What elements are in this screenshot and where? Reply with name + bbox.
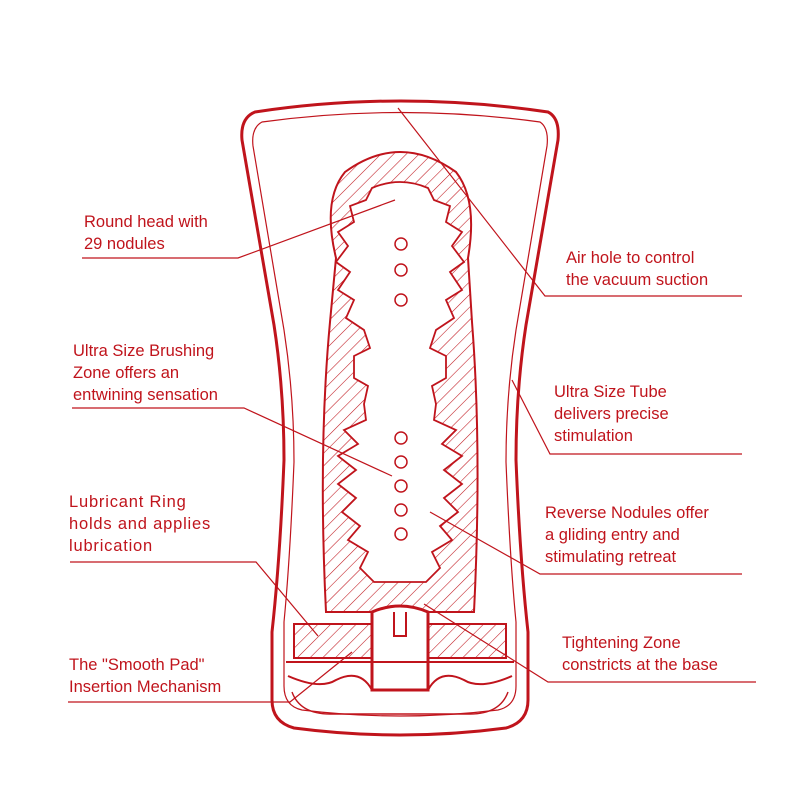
leader-tightening-zone bbox=[423, 603, 756, 683]
leader-round-head bbox=[82, 199, 396, 259]
smooth-pad-plug bbox=[370, 604, 430, 692]
callout-line: Ultra Size Tube bbox=[554, 383, 667, 401]
callout-air-hole: Air hole to control the vacuum suction bbox=[566, 247, 708, 291]
callout-line: The "Smooth Pad" bbox=[69, 656, 205, 674]
leader-lines bbox=[68, 107, 756, 703]
callout-line: Tightening Zone bbox=[562, 634, 681, 652]
callout-line: constricts at the base bbox=[562, 656, 718, 674]
leader-ultra-tube bbox=[511, 379, 742, 455]
callout-line: holds and applies bbox=[69, 515, 212, 533]
callout-brushing-zone: Ultra Size Brushing Zone offers an entwi… bbox=[73, 340, 218, 406]
callout-line: Ultra Size Brushing bbox=[73, 342, 215, 360]
callout-round-head: Round head with 29 nodules bbox=[84, 211, 208, 255]
callout-line: a gliding entry and bbox=[545, 526, 680, 544]
callout-tightening-zone: Tightening Zone constricts at the base bbox=[562, 632, 718, 676]
inner-canal bbox=[334, 181, 466, 583]
callout-line: stimulating retreat bbox=[545, 548, 677, 566]
callout-line: Reverse Nodules offer bbox=[545, 504, 709, 522]
plug-slot bbox=[393, 612, 407, 637]
callout-line: Air hole to control bbox=[566, 249, 695, 267]
leader-lubricant-ring bbox=[70, 561, 319, 637]
inner-cup-outline bbox=[252, 111, 548, 717]
callout-line: lubrication bbox=[69, 537, 154, 555]
callout-line: Zone offers an bbox=[73, 364, 180, 382]
callout-ultra-tube: Ultra Size Tube delivers precise stimula… bbox=[554, 381, 669, 447]
callout-line: 29 nodules bbox=[84, 235, 165, 253]
callout-line: Lubricant Ring bbox=[69, 493, 187, 511]
callout-line: the vacuum suction bbox=[566, 271, 709, 289]
callout-line: Insertion Mechanism bbox=[69, 678, 222, 696]
callout-line: stimulation bbox=[554, 427, 633, 445]
leader-brushing-zone bbox=[72, 407, 393, 477]
callout-line: delivers precise bbox=[554, 405, 669, 423]
base-foot bbox=[291, 691, 509, 715]
leader-air-hole bbox=[397, 107, 742, 297]
base-cap bbox=[286, 661, 514, 691]
callout-line: Round head with bbox=[84, 213, 208, 231]
nodule-dots bbox=[394, 237, 408, 541]
lubricant-ring-left bbox=[293, 623, 377, 659]
callout-smooth-pad: The "Smooth Pad" Insertion Mechanism bbox=[69, 654, 221, 698]
leader-smooth-pad bbox=[68, 651, 353, 703]
callout-lubricant-ring: Lubricant Ring holds and applies lubrica… bbox=[69, 491, 211, 557]
callout-reverse-nodules: Reverse Nodules offer a gliding entry an… bbox=[545, 502, 709, 568]
callout-line: entwining sensation bbox=[73, 386, 218, 404]
leader-reverse-nodules bbox=[429, 511, 742, 575]
outer-cup-outline bbox=[240, 99, 560, 737]
